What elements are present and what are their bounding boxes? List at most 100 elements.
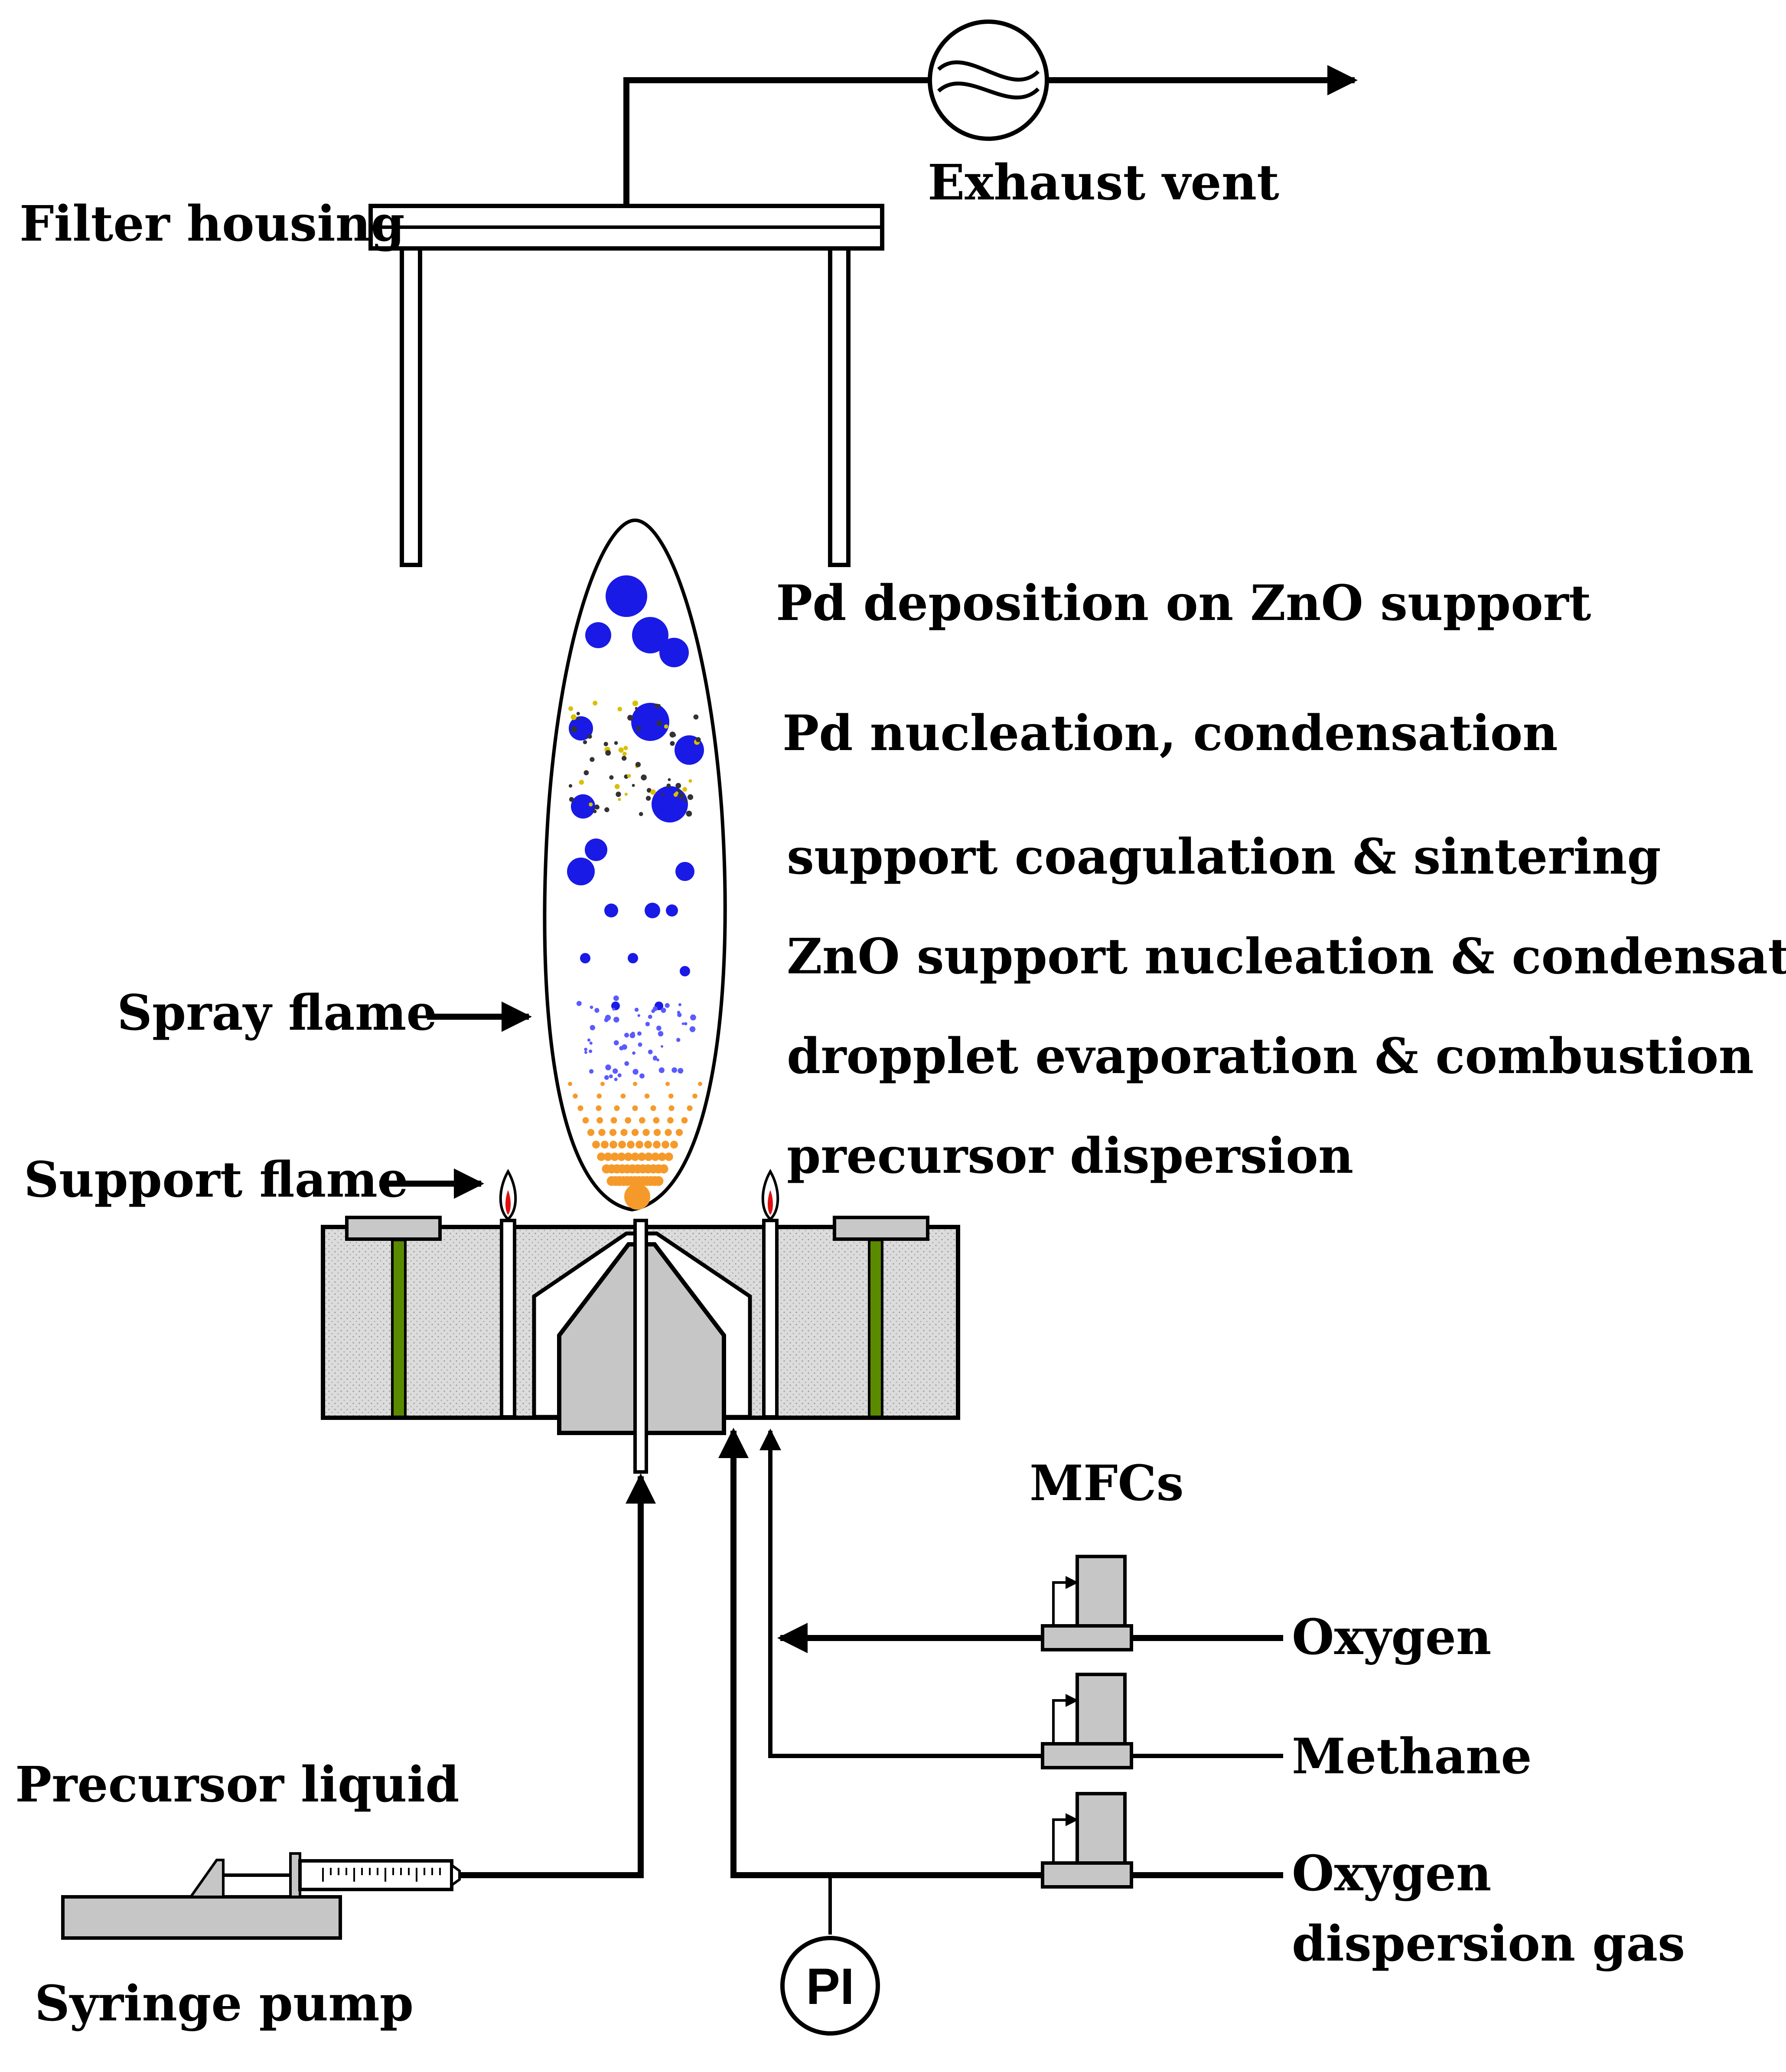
droplet (665, 1082, 670, 1086)
nucleation-dot (593, 809, 596, 813)
step-precursor-dispersion: precursor dispersion (787, 1128, 1353, 1184)
droplet (632, 1129, 639, 1136)
droplet (568, 1082, 572, 1086)
droplet (609, 1141, 617, 1149)
nucleation-dot (622, 752, 627, 756)
nucleation-dot (627, 715, 633, 721)
droplet (681, 1117, 688, 1124)
support-tube-right (764, 1220, 777, 1417)
nucleation-dot (605, 750, 611, 756)
support-particle (585, 839, 607, 861)
cluster-dot (638, 1042, 642, 1047)
methane-label: Methane (1292, 1728, 1532, 1785)
cluster-dot (590, 1041, 593, 1044)
step-pd-deposition: Pd deposition on ZnO support (776, 575, 1591, 632)
precursor-line (453, 1476, 641, 1875)
droplet (596, 1093, 602, 1099)
nucleation-dot (696, 737, 701, 742)
cluster-dot (613, 1017, 619, 1022)
cluster-dot (604, 1075, 609, 1080)
support-particle (628, 953, 638, 963)
cluster-dot (614, 1078, 618, 1081)
burner-cap-left (347, 1217, 440, 1239)
nucleation-dot (635, 707, 638, 710)
exhaust-duct (626, 80, 930, 208)
nucleation-dot (604, 742, 608, 746)
oxygen-dispersion-label-line2: dispersion gas (1292, 1915, 1685, 1972)
nucleation-dot (650, 790, 656, 795)
nucleation-dot (670, 741, 675, 746)
droplet (665, 1152, 673, 1161)
nucleation-dot (616, 792, 621, 797)
droplet (670, 1141, 678, 1149)
nucleation-dot (584, 770, 589, 775)
nucleation-dot (577, 712, 580, 715)
droplet (654, 1129, 661, 1136)
support-particle (604, 904, 618, 917)
droplet (614, 1105, 619, 1111)
syringe-pump: Precursor liquid Syringe pump (15, 1756, 460, 2032)
nucleation-dot (661, 793, 664, 796)
spray-nozzle-droplet (624, 1184, 650, 1210)
filter-leg-left (402, 248, 420, 565)
support-particle (567, 858, 595, 885)
nucleation-dot (641, 774, 647, 780)
droplet (642, 1129, 649, 1136)
nucleation-dot (594, 805, 599, 809)
cluster-dot (651, 1009, 655, 1013)
droplet (632, 1105, 638, 1111)
cluster-dot (671, 1067, 677, 1073)
droplet (627, 1141, 635, 1149)
oxygen-label: Oxygen (1292, 1609, 1491, 1666)
cluster-dot (605, 1064, 611, 1070)
cluster-dot (678, 1003, 681, 1006)
rod-right (869, 1240, 882, 1417)
pi-label: PI (806, 1958, 854, 2015)
mfcs-label: MFCs (1030, 1455, 1184, 1512)
nucleation-dot (587, 734, 592, 739)
support-particle (666, 904, 678, 917)
droplet (587, 1129, 594, 1136)
burner-cap-right (834, 1217, 928, 1239)
droplet (633, 1082, 637, 1086)
oxygen-dispersion-label-line1: Oxygen (1292, 1845, 1491, 1902)
droplet (662, 1141, 669, 1149)
nucleation-dot (618, 798, 621, 801)
nucleation-dot (569, 784, 572, 788)
support-particle (659, 638, 689, 667)
droplet (665, 1129, 671, 1136)
droplet (596, 1105, 601, 1111)
cluster-dot (638, 1014, 640, 1017)
nucleation-dot (686, 811, 692, 817)
nucleation-dot (623, 746, 628, 750)
droplet (687, 1105, 692, 1111)
cluster-dot (624, 1033, 629, 1038)
methane-line (770, 1431, 1043, 1756)
cluster-dot (632, 1051, 636, 1055)
cluster-dot (590, 1005, 593, 1009)
burner (323, 1171, 958, 1472)
nucleation-dot (622, 756, 626, 760)
nucleation-dot (694, 715, 699, 720)
nucleation-dot (636, 762, 641, 767)
dispersion-oxygen-line (733, 1431, 1062, 1875)
nucleation-dot (679, 793, 684, 799)
cluster-dot (661, 1045, 663, 1048)
cluster-dot (690, 1026, 696, 1032)
cluster-dot (645, 1022, 650, 1026)
nucleation-dot (688, 779, 692, 783)
droplet (653, 1141, 661, 1149)
droplet (609, 1129, 616, 1136)
pump-base (63, 1897, 340, 1938)
nucleation-dot (571, 726, 577, 732)
cluster-dot (618, 1074, 622, 1077)
droplet (659, 1164, 668, 1173)
droplet (692, 1093, 697, 1099)
droplet (598, 1129, 605, 1136)
cluster-dot (692, 1016, 695, 1019)
droplet (601, 1141, 609, 1149)
droplet (592, 1141, 600, 1149)
exhaust-vent-label: Exhaust vent (928, 154, 1279, 211)
step-zno-nucleation: ZnO support nucleation & condensation (787, 928, 1786, 985)
